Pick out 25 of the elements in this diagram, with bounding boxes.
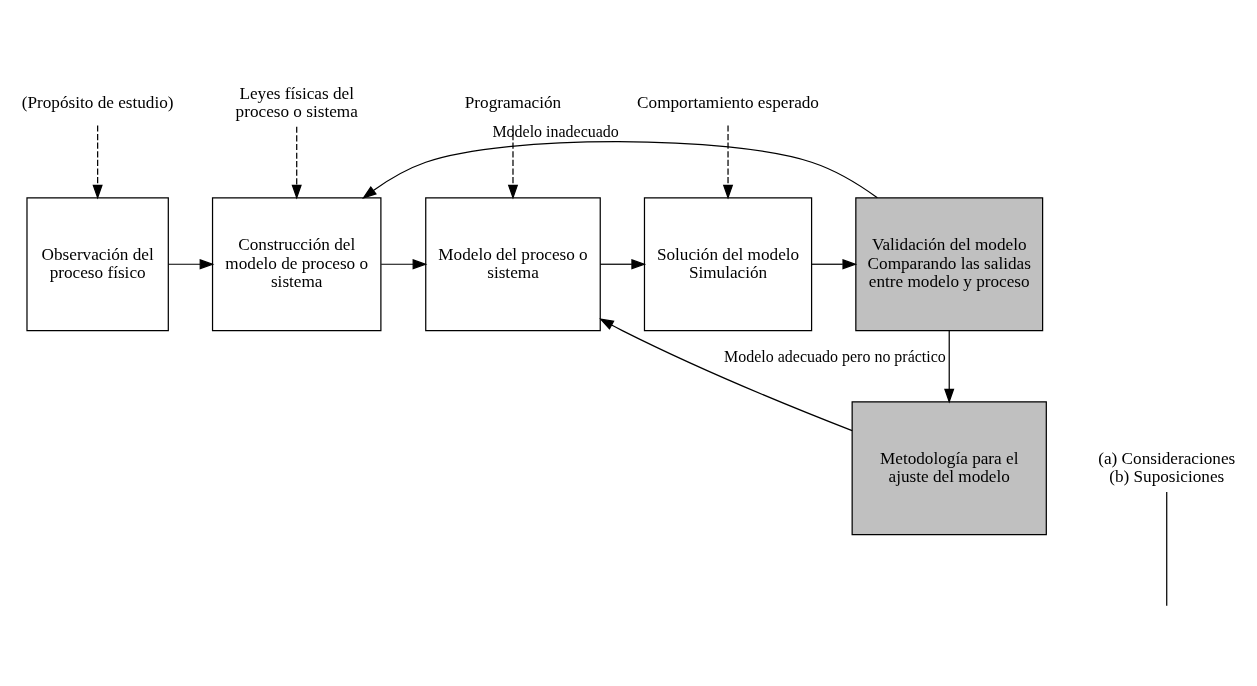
arrow xyxy=(599,317,853,431)
edge-label: Modelo inadecuado xyxy=(492,122,619,140)
node-box: Solución del modelo Simulación xyxy=(643,196,813,331)
node-box: Construcción del modelo de proceso o sistema xyxy=(211,196,382,331)
arrow xyxy=(944,329,955,403)
node-box: Validación del modelo Comparando las salidas entre modelo y proceso xyxy=(855,196,1044,331)
node-text: (a) Consideraciones (b) Suposiciones xyxy=(1098,448,1236,486)
arrow xyxy=(291,125,302,199)
arrow xyxy=(811,258,858,269)
arrow xyxy=(722,124,734,199)
connector xyxy=(1166,490,1168,606)
arrow xyxy=(92,124,103,199)
node-box: Modelo del proceso o sistema xyxy=(425,196,601,331)
edge-label: Modelo adecuado pero no práctico xyxy=(724,347,946,365)
arrow xyxy=(167,258,215,269)
node-text: (Propósito de estudio) xyxy=(21,92,174,112)
arrow xyxy=(362,140,878,199)
node-box: Metodología para el ajuste del modelo xyxy=(851,400,1047,535)
arrow xyxy=(599,258,647,269)
node-box: Observación del proceso físico xyxy=(26,196,169,331)
node-text: Leyes físicas del proceso o sistema xyxy=(235,83,358,121)
arrow xyxy=(380,258,428,269)
arrow xyxy=(507,124,519,199)
node-text: Comportamiento esperado xyxy=(637,92,819,112)
node-text: Programación xyxy=(464,92,562,112)
